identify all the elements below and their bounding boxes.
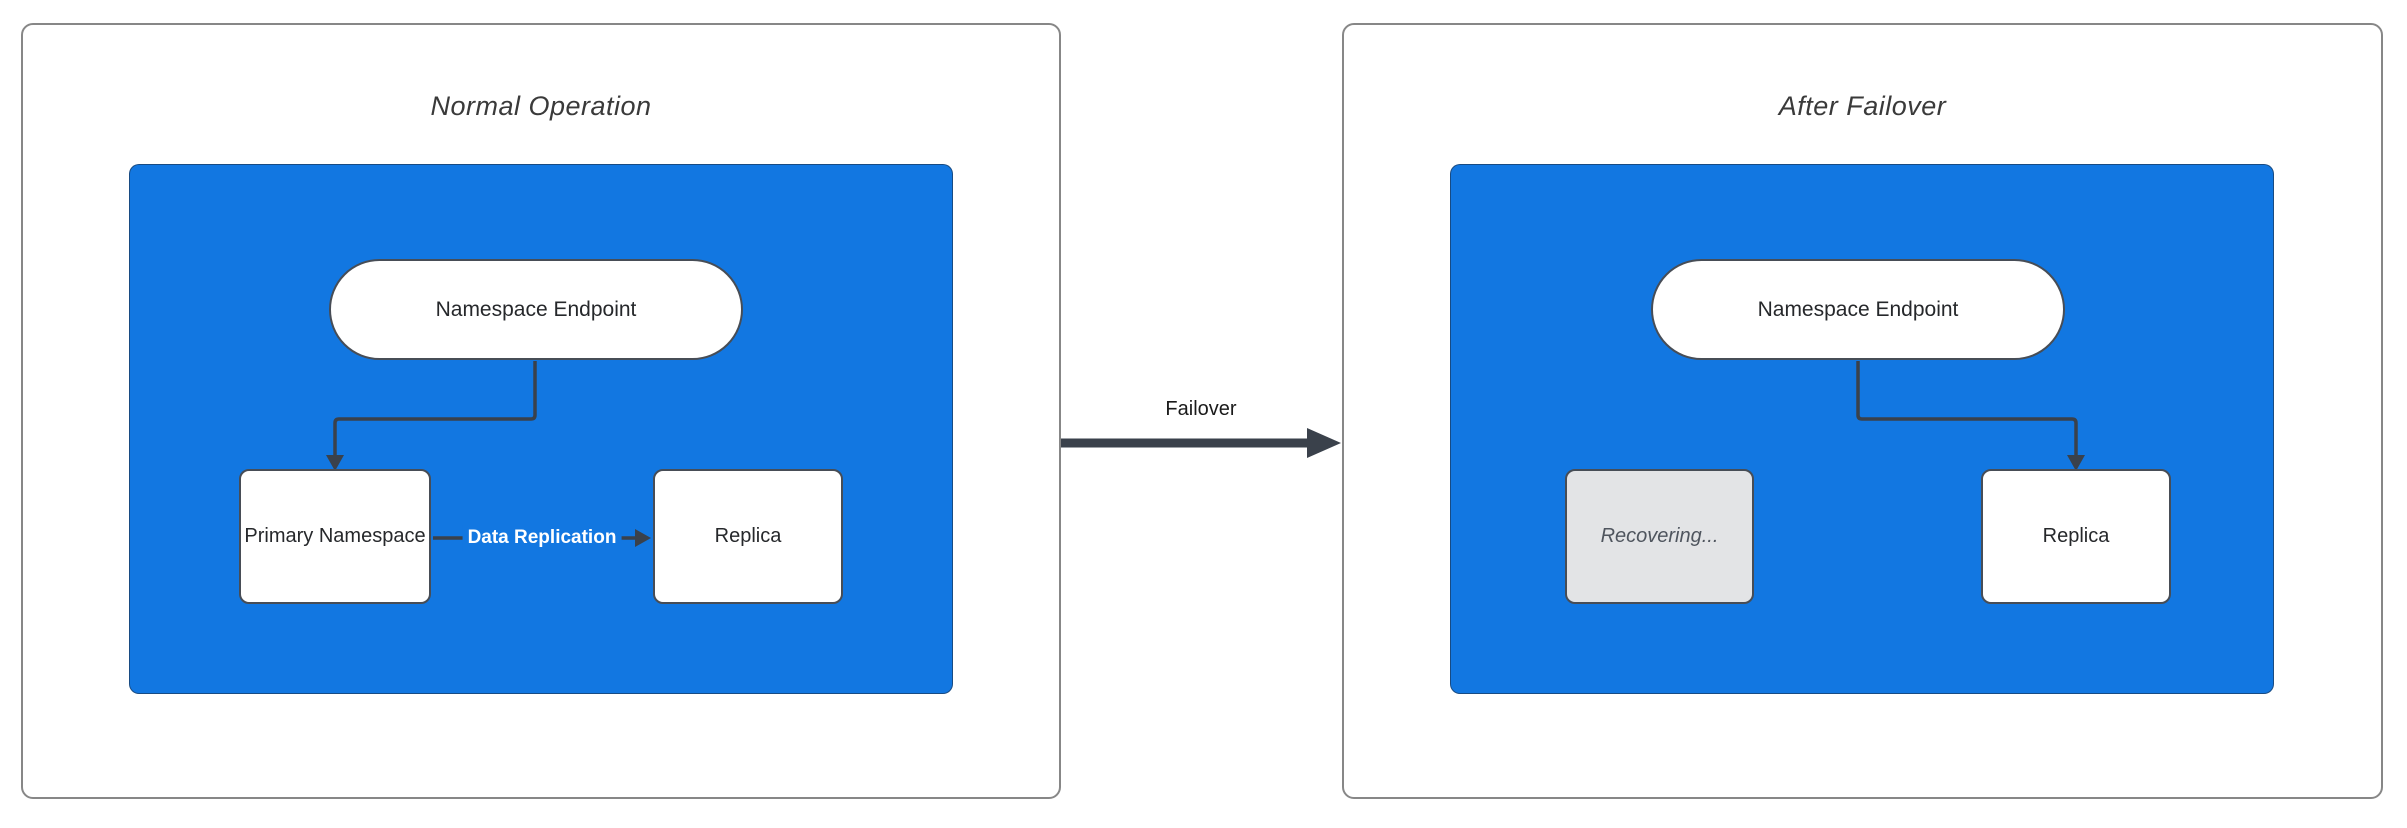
node-label: Replica [2042, 525, 2110, 547]
namespace-cluster: Namespace Endpoint Recovering... Replica [1450, 164, 2274, 694]
node-namespace-endpoint: Namespace Endpoint [1651, 259, 2065, 360]
endpoint-to-primary-arrow [333, 361, 537, 456]
failover-arrow [1061, 428, 1341, 458]
node-namespace-endpoint: Namespace Endpoint [329, 259, 743, 360]
connector-layer [1856, 361, 2085, 471]
node-primary-namespace: Primary Namespace [239, 469, 431, 604]
node-replica: Replica [1981, 469, 2171, 604]
panel-after-failover: After Failover Namespace Endpoint Recove… [1342, 23, 2383, 799]
namespace-cluster: Namespace Endpoint Primary Namespace Rep… [129, 164, 953, 694]
panel-title: After Failover [1778, 91, 1947, 121]
endpoint-to-primary-arrowhead [326, 455, 344, 471]
panel-normal-operation: Normal Operation Namespace Endpoint Prim… [21, 23, 1061, 799]
node-label: Namespace Endpoint [435, 298, 637, 321]
node-label: Primary Namespace [244, 525, 426, 547]
node-label: Recovering... [1600, 525, 1719, 547]
node-label: Replica [714, 525, 782, 547]
connector-layer [326, 361, 651, 547]
panel-title: Normal Operation [430, 91, 652, 121]
replication-arrowhead [635, 529, 651, 547]
failover-arrowhead [1307, 428, 1341, 458]
failover-label: Failover [1165, 398, 1237, 420]
endpoint-to-replica-arrowhead [2067, 455, 2085, 471]
node-recovering: Recovering... [1565, 469, 1754, 604]
node-replica: Replica [653, 469, 843, 604]
replication-edge-label: Data Replication [462, 525, 622, 551]
node-label: Namespace Endpoint [1757, 298, 1959, 321]
failover-transition: Failover [1059, 398, 1343, 488]
endpoint-to-replica-arrow [1856, 361, 2078, 456]
